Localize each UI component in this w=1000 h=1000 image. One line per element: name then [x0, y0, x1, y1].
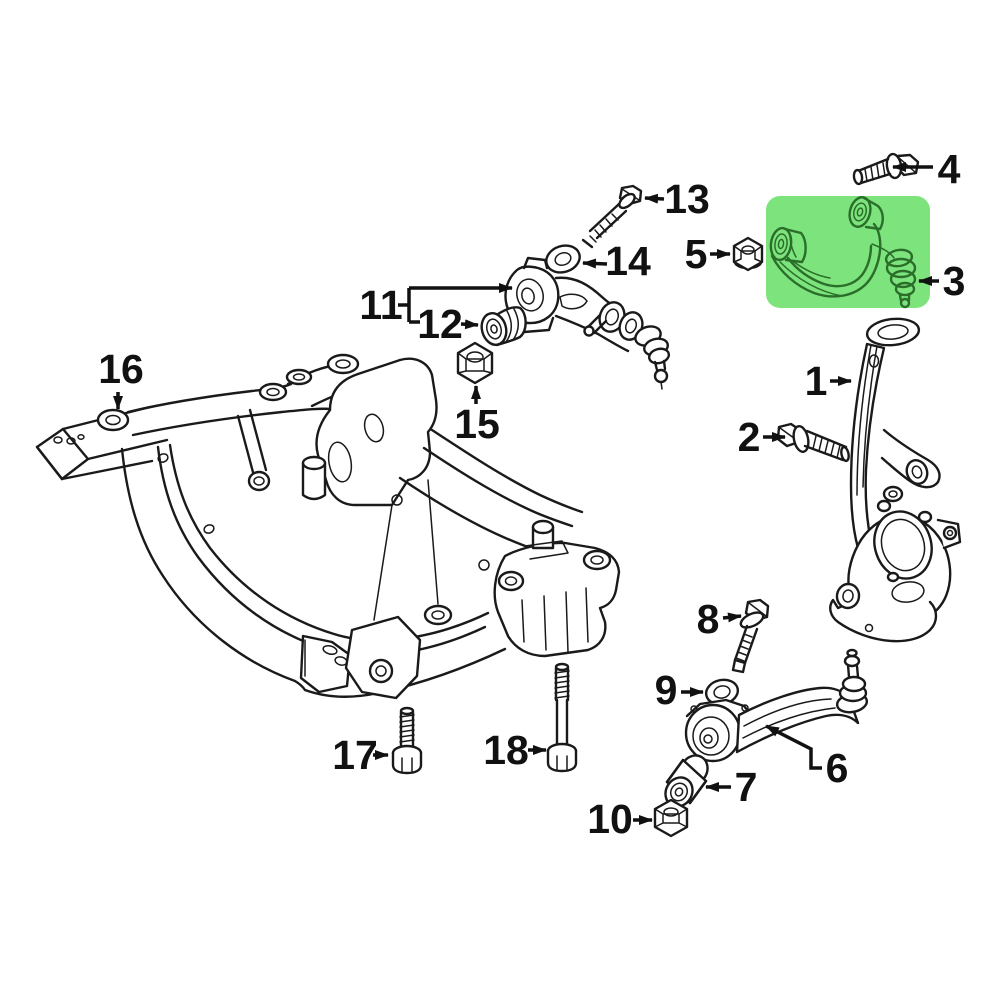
part-steering-knuckle [829, 317, 962, 643]
callout-10: 10 [587, 796, 653, 842]
bracket-11 [398, 288, 420, 324]
label-11: 11 [359, 282, 402, 328]
callout-12: 12 [417, 301, 479, 347]
part-crossmember-bolt-long [546, 662, 578, 773]
callout-11: 11 [359, 282, 513, 328]
label-3: 3 [943, 258, 966, 304]
label-9: 9 [655, 667, 678, 713]
label-18: 18 [483, 727, 529, 773]
label-13: 13 [664, 176, 710, 222]
callout-15: 15 [454, 385, 500, 447]
callout-9: 9 [655, 667, 704, 713]
callout-7: 7 [705, 764, 758, 810]
label-7: 7 [735, 764, 758, 810]
label-8: 8 [697, 596, 720, 642]
label-17: 17 [332, 732, 378, 778]
label-6: 6 [826, 745, 849, 791]
part-lower-arm-bushing [664, 754, 709, 808]
label-10: 10 [587, 796, 633, 842]
callout-5: 5 [685, 231, 731, 277]
callout-4: 4 [892, 146, 961, 192]
arrow-6 [765, 724, 822, 770]
part-upper-control-arm-highlighted [769, 196, 917, 309]
part-tension-strut-bolt [581, 184, 643, 249]
arrow-13 [644, 193, 665, 204]
label-16: 16 [98, 346, 144, 392]
callout-8: 8 [697, 596, 742, 642]
label-4: 4 [938, 146, 961, 192]
callout-3: 3 [918, 258, 966, 304]
part-tension-strut-bushing [480, 306, 527, 347]
part-crossmember-bolt-short [391, 706, 423, 775]
label-1: 1 [805, 358, 828, 404]
arrow-14 [582, 258, 608, 269]
label-5: 5 [685, 231, 708, 277]
callout-2: 2 [738, 414, 786, 460]
callout-6: 6 [765, 724, 849, 791]
callout-17: 17 [332, 732, 389, 778]
callout-14: 14 [582, 238, 651, 284]
callout-13: 13 [644, 176, 710, 222]
label-2: 2 [738, 414, 761, 460]
part-lower-arm-bolt [731, 598, 770, 674]
label-12: 12 [417, 301, 463, 347]
label-15: 15 [454, 401, 500, 447]
part-knuckle-bolt [776, 422, 850, 463]
part-tension-strut-washer [545, 244, 581, 274]
label-14: 14 [605, 238, 651, 284]
arrow-12 [460, 319, 479, 330]
part-lower-arm-nut [653, 798, 689, 838]
callout-16: 16 [98, 346, 144, 410]
highlight-region-part-3 [766, 196, 930, 308]
part-tension-strut-nut [456, 341, 494, 385]
part-front-crossmember [35, 353, 621, 700]
part-upper-arm-bolt [852, 152, 920, 186]
callout-18: 18 [483, 727, 547, 773]
part-tension-strut [504, 256, 671, 390]
arrow-8 [722, 612, 742, 623]
part-upper-arm-nut [732, 236, 764, 272]
callout-1: 1 [805, 358, 852, 404]
